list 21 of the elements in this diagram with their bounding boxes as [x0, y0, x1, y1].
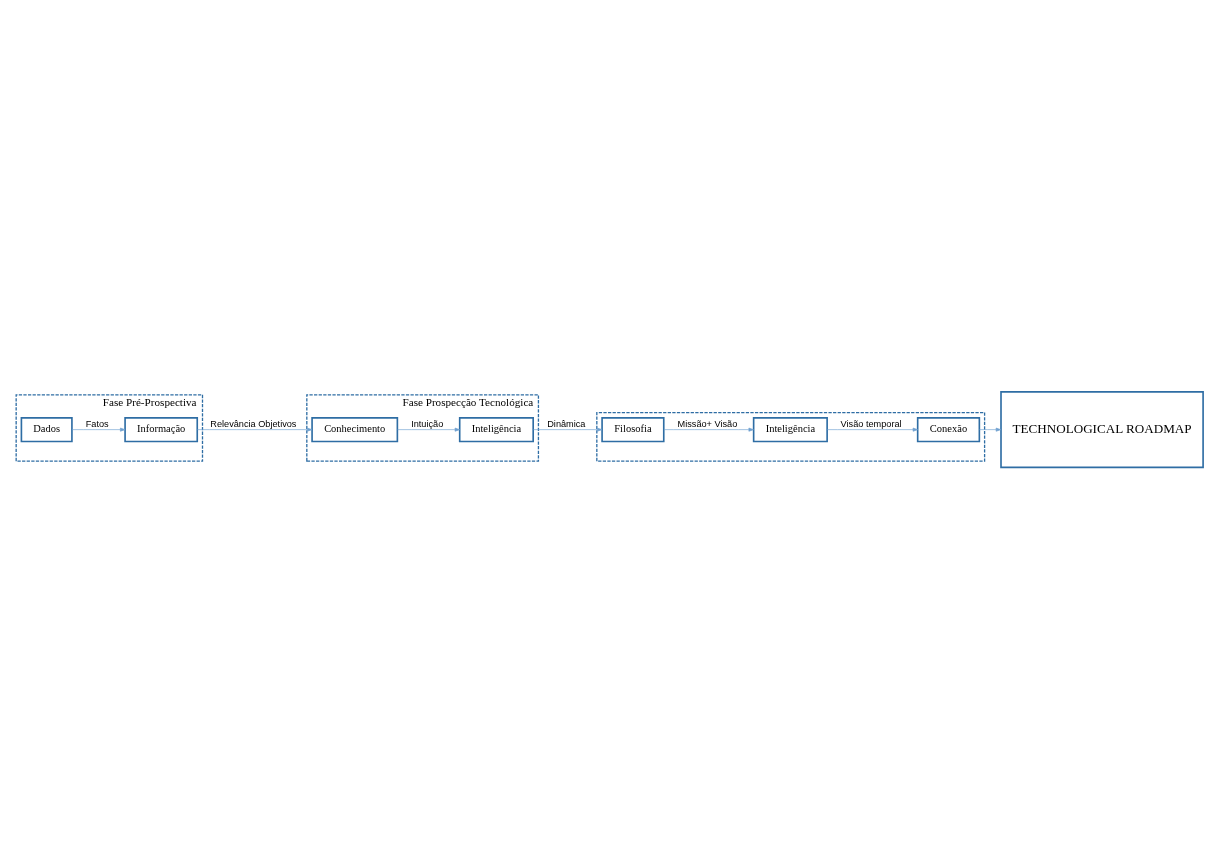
- edge-label: Visão temporal: [840, 419, 902, 430]
- arrow: [71, 427, 126, 432]
- edge-label: Intuição: [411, 419, 444, 430]
- arrow: [397, 427, 460, 432]
- node-box: TECHNOLOGICAL ROADMAP: [1000, 391, 1204, 469]
- node-box: Conexão: [916, 417, 981, 443]
- arrow: [663, 427, 754, 432]
- node-box: Dados: [20, 417, 73, 443]
- node-box: Filosofia: [601, 417, 665, 443]
- node-box: Conhecimento: [311, 417, 399, 443]
- edge-label: Fatos: [85, 419, 109, 430]
- arrow: [196, 427, 313, 432]
- node-box: Informação: [124, 417, 199, 443]
- edge-label: Relevância Objetivos: [210, 419, 297, 430]
- edge-label: Dinâmica: [547, 419, 586, 430]
- arrow: [979, 427, 1002, 432]
- node-box: Inteligência: [458, 417, 534, 443]
- arrow: [533, 427, 603, 432]
- arrow: [826, 427, 918, 432]
- edge-label: Missão+ Visão: [677, 419, 738, 430]
- node-box: Inteligência: [752, 417, 828, 443]
